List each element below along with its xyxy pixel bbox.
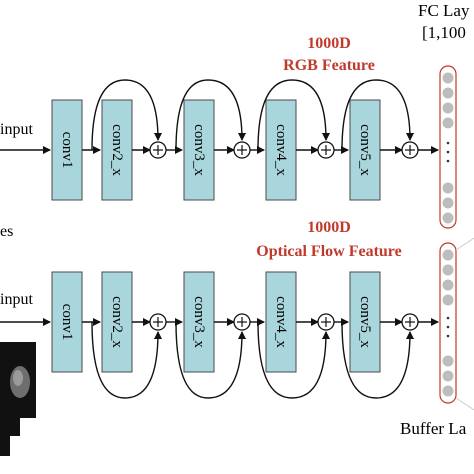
fc-node: [442, 102, 454, 114]
flow-conv4-block: [265, 271, 297, 373]
fc-node: [442, 197, 454, 209]
flow-conv3-block: [183, 271, 215, 373]
fc-node: [442, 72, 454, 84]
rgb-skip-connection-4: [341, 79, 414, 151]
flow-conv2-block: [101, 271, 133, 373]
flow-skip-connection-3: [257, 321, 330, 399]
flow-conv4-label: conv4_x: [273, 296, 289, 348]
optical-flow-stream: input conv1 conv2_x conv3_x conv4_x conv…: [0, 219, 457, 404]
buffer-node: [442, 370, 454, 382]
rgb-conv2-label: conv2_x: [109, 124, 125, 176]
flow-conv1-label: conv1: [59, 304, 75, 341]
flow-dim-label: 1000D: [307, 219, 351, 236]
rgb-sum-node-4: [401, 141, 419, 159]
flow-conv2-label: conv2_x: [109, 296, 125, 348]
fc-node: [442, 212, 454, 224]
rgb-skip-connection-2: [175, 79, 246, 151]
left-cut-text: es: [0, 223, 13, 240]
rgb-input-label: input: [0, 121, 33, 138]
fc-layer-title: FC Lay: [418, 1, 470, 20]
rgb-conv1-label: conv1: [59, 132, 75, 169]
buffer-node: [442, 264, 454, 276]
fc-ellipsis-dot: [446, 159, 450, 163]
fc-node: [442, 182, 454, 194]
flow-input-label: input: [0, 291, 33, 308]
flow-skip-connection-4: [341, 321, 414, 399]
rgb-conv3-block: [183, 99, 215, 201]
flow-sum-node-3: [317, 313, 335, 331]
fc-node: [442, 87, 454, 99]
buffer-ellipsis-dot: [446, 334, 450, 338]
buffer-layer-title: Buffer La: [400, 419, 467, 438]
buffer-node: [442, 279, 454, 291]
rgb-conv4-label: conv4_x: [273, 124, 289, 176]
fc-layer-dims: [1,100: [422, 23, 466, 42]
rgb-stream: input conv1 conv2_x conv3_x conv4_x conv…: [0, 35, 457, 229]
buffer-ellipsis-dot: [446, 325, 450, 329]
fc-ellipsis-dot: [446, 150, 450, 154]
rgb-conv5-block: [349, 99, 381, 201]
buffer-node: [442, 249, 454, 261]
rgb-conv5-label: conv5_x: [357, 124, 373, 176]
flow-conv5-block: [349, 271, 381, 373]
flow-sum-node-4: [401, 313, 419, 331]
rgb-sum-node-2: [233, 141, 251, 159]
flow-skip-connection-1: [91, 321, 162, 399]
rgb-skip-connection-1: [91, 79, 162, 151]
rgb-conv4-block: [265, 99, 297, 201]
flow-skip-connection-2: [175, 321, 246, 399]
flow-conv5-label: conv5_x: [357, 296, 373, 348]
flow-conv1-block: [51, 271, 83, 373]
rgb-dim-label: 1000D: [307, 35, 351, 52]
buffer-node: [442, 294, 454, 306]
flow-feature-label: Optical Flow Feature: [256, 243, 401, 260]
rgb-skip-connection-3: [257, 79, 330, 151]
fc-ellipsis-dot: [446, 141, 450, 145]
rgb-conv3-label: conv3_x: [191, 124, 207, 176]
flow-sum-node-2: [233, 313, 251, 331]
buffer-ellipsis-dot: [446, 316, 450, 320]
buffer-node: [442, 385, 454, 397]
input-frame-thumbnail: [0, 342, 36, 456]
buffer-node: [442, 355, 454, 367]
flow-conv3-label: conv3_x: [191, 296, 207, 348]
rgb-sum-node-1: [149, 141, 167, 159]
rgb-conv1-block: [51, 99, 83, 201]
fc-node: [442, 117, 454, 129]
rgb-sum-node-3: [317, 141, 335, 159]
flow-sum-node-1: [149, 313, 167, 331]
rgb-feature-label: RGB Feature: [283, 57, 375, 74]
